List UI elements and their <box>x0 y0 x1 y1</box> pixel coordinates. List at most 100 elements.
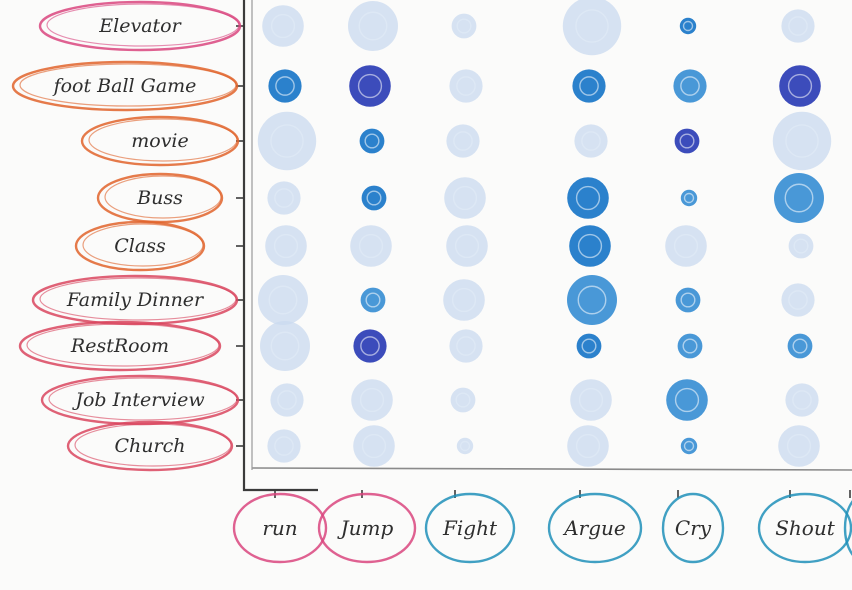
bubble-movie-run <box>257 111 317 171</box>
bubble-buss-argue <box>567 177 609 219</box>
bubble-dot <box>262 5 304 47</box>
bubble-scribble <box>786 433 812 459</box>
bubble-buss-shout <box>774 173 824 223</box>
row-label-ring <box>80 115 240 167</box>
bubble-family-dinner-shout <box>781 283 815 317</box>
row-label-ring <box>48 377 238 421</box>
column-label-ring <box>843 500 852 556</box>
bubble-foot-ball-game-jump <box>349 65 391 107</box>
row-label-job-interview: Job Interview <box>40 374 240 426</box>
row-label-ring <box>39 277 237 321</box>
bubble-scribble <box>674 387 700 413</box>
bubble-restroom-shout <box>787 333 813 359</box>
bubble-scribble <box>673 233 699 259</box>
bubble-scribble <box>274 436 294 456</box>
bubble-dot <box>361 185 387 211</box>
column-label-text: Fight <box>442 516 498 540</box>
bubble-elevator-run <box>262 5 304 47</box>
column-label-shout: Shout <box>757 492 852 564</box>
bubble-restroom-argue <box>576 333 602 359</box>
column-label-cry: Cry <box>661 492 725 564</box>
bubble-dot <box>360 287 386 313</box>
bubble-scribble <box>784 183 814 213</box>
bubble-scribble <box>578 387 604 413</box>
row-label-text: Elevator <box>98 15 182 37</box>
bubble-dot <box>567 275 617 325</box>
bubble-scribble <box>792 390 812 410</box>
bubble-class-run <box>265 225 307 267</box>
bubble-dot <box>359 128 385 154</box>
bubble-dot <box>450 387 476 413</box>
bubble-dot <box>673 69 707 103</box>
bubble-job-interview-cry <box>666 379 708 421</box>
row-label-ring <box>38 0 242 52</box>
bubble-scribble <box>792 338 808 354</box>
row-label-buss: Buss <box>96 172 224 224</box>
row-label-text: Job Interview <box>71 389 204 411</box>
bubble-scribble <box>456 76 476 96</box>
bubble-class-shout <box>788 233 814 259</box>
bubble-movie-argue <box>574 124 608 158</box>
column-label-text: run <box>262 516 297 540</box>
column-label-ring <box>661 492 725 564</box>
bubble-dot <box>781 9 815 43</box>
bubble-scribble <box>455 392 471 408</box>
bubble-scribble <box>452 185 478 211</box>
bubble-family-dinner-jump <box>360 287 386 313</box>
bubble-dot <box>567 177 609 219</box>
bubble-dot <box>665 225 707 267</box>
bubble-scribble <box>275 76 295 96</box>
bubble-dot <box>267 181 301 215</box>
column-label-text: Shout <box>775 516 836 540</box>
bubble-scribble <box>270 124 304 158</box>
bubble-dot <box>349 65 391 107</box>
bubble-dot <box>562 0 622 56</box>
bubble-buss-fight <box>444 177 486 219</box>
bubble-movie-cry <box>674 128 700 154</box>
row-label-ring <box>88 118 238 162</box>
column-label-ring <box>424 492 516 564</box>
column-label-ring <box>232 492 328 564</box>
bubble-dot <box>779 65 821 107</box>
bubble-family-dinner-fight <box>443 279 485 321</box>
bubble-buss-cry <box>680 189 698 207</box>
bubble-movie-shout <box>772 111 832 171</box>
bubble-scribble <box>364 133 380 149</box>
chart-axes <box>236 0 852 498</box>
bubble-scribble <box>270 331 300 361</box>
bubble-church-run <box>267 429 301 463</box>
bubble-dot <box>567 425 609 467</box>
row-label-ring <box>11 60 239 112</box>
bubble-scribble <box>679 133 695 149</box>
bubble-family-dinner-argue <box>567 275 617 325</box>
bubble-foot-ball-game-argue <box>572 69 606 103</box>
column-label-b: B <box>843 500 852 556</box>
bubble-scribble <box>682 20 694 32</box>
y-axis-line <box>242 0 318 492</box>
column-label-ring <box>317 492 417 564</box>
column-label-argue: Argue <box>547 492 643 564</box>
bubble-church-cry <box>680 437 698 455</box>
bubble-scribble <box>575 9 609 43</box>
bubble-dot <box>570 379 612 421</box>
bubble-class-cry <box>665 225 707 267</box>
bubble-scribble <box>577 233 603 259</box>
bubble-dot <box>270 383 304 417</box>
bubble-scribble <box>575 185 601 211</box>
row-label-ring <box>74 220 206 272</box>
bubble-elevator-shout <box>781 9 815 43</box>
bubble-job-interview-run <box>270 383 304 417</box>
bubble-movie-jump <box>359 128 385 154</box>
bubble-dot <box>353 329 387 363</box>
bubble-dot <box>679 17 697 35</box>
bubble-dot <box>781 283 815 317</box>
bubble-job-interview-fight <box>450 387 476 413</box>
bubble-dot <box>443 279 485 321</box>
bubble-buss-run <box>267 181 301 215</box>
row-label-text: RestRoom <box>70 335 169 357</box>
bubble-church-jump <box>353 425 395 467</box>
bubble-dot <box>268 69 302 103</box>
bubble-dot <box>674 128 700 154</box>
